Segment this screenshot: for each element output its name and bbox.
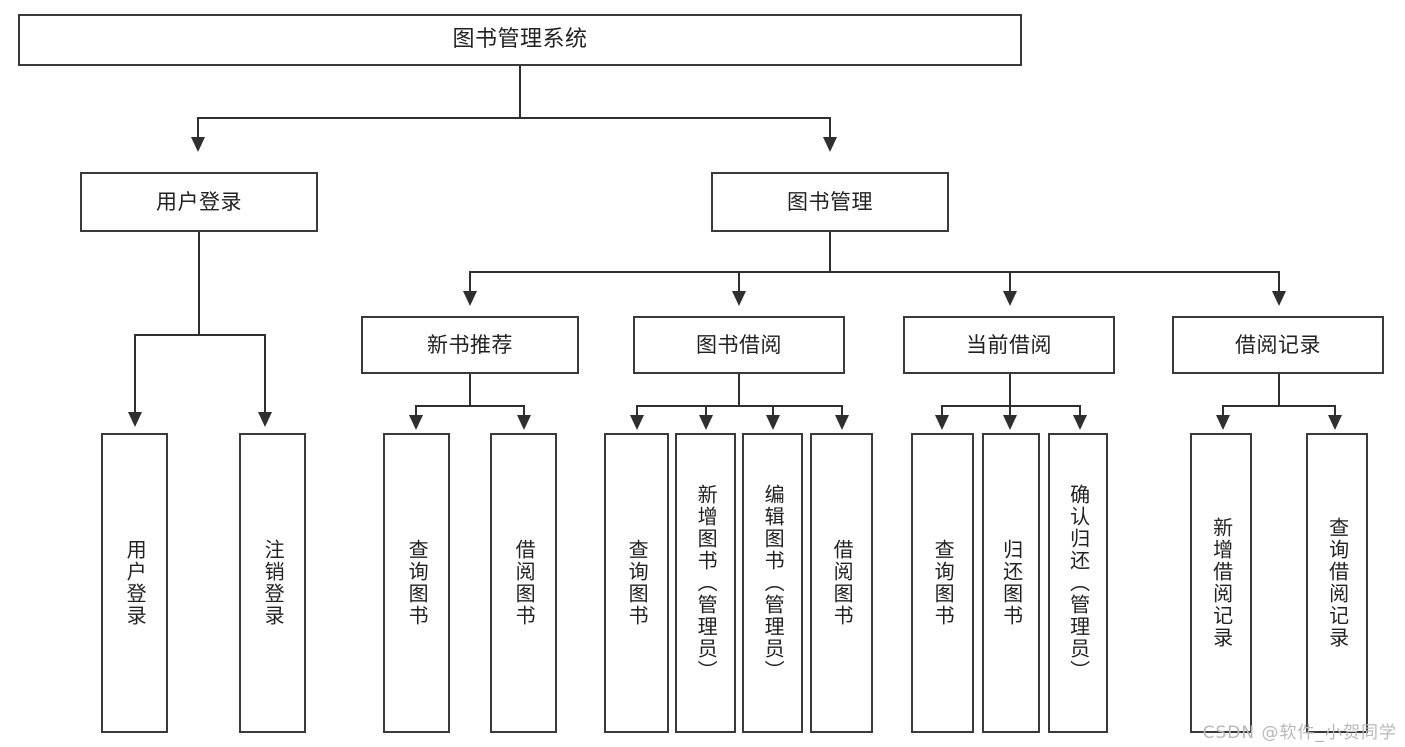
arrow-to-leaf-query-borrow-record [1328, 415, 1342, 430]
node-label: 查询图书 [405, 539, 430, 627]
connector-nbr-bar [415, 405, 525, 407]
connector-br-drop-1 [1222, 405, 1224, 417]
node-label: 新书推荐 [427, 332, 513, 357]
node-book-management[interactable]: 图书管理 [711, 172, 949, 232]
connector-bm-drop-2 [738, 271, 740, 293]
node-label: 归还图书 [999, 539, 1024, 627]
leaf-return-book[interactable]: 归还图书 [982, 433, 1040, 733]
leaf-query-book-recommend[interactable]: 查询图书 [383, 433, 450, 733]
connector-cb-drop-3 [1079, 405, 1081, 417]
arrow-to-leaf-add-borrow-record [1216, 415, 1230, 430]
connector-bb-drop-2 [705, 405, 707, 417]
connector-nbr-drop-1 [415, 405, 417, 417]
arrow-to-leaf-logout [258, 412, 272, 427]
arrow-to-leaf-user-login [128, 412, 142, 427]
node-label: 用户登录 [156, 189, 242, 214]
connector-br-stem [1278, 374, 1280, 407]
node-label: 借阅记录 [1235, 332, 1321, 357]
leaf-borrow-book-recommend[interactable]: 借阅图书 [490, 433, 557, 733]
node-label: 注销登录 [261, 539, 286, 627]
node-new-book-recommend[interactable]: 新书推荐 [361, 316, 579, 374]
leaf-user-login[interactable]: 用户登录 [101, 433, 168, 733]
connector-bm-drop-1 [469, 271, 471, 293]
arrow-to-leaf-query-book-cb [935, 415, 949, 430]
arrow-to-borrow-record [1272, 291, 1286, 306]
node-label: 查询图书 [931, 539, 956, 627]
arrow-to-leaf-query-book-bb [630, 415, 644, 430]
connector-user-login-drop-2 [264, 334, 266, 414]
leaf-query-borrow-record[interactable]: 查询借阅记录 [1306, 433, 1368, 733]
connector-cb-drop-2 [1009, 405, 1011, 417]
leaf-query-book-current[interactable]: 查询图书 [911, 433, 974, 733]
arrow-to-leaf-borrow-book-bb [835, 415, 849, 430]
leaf-edit-book-admin[interactable]: 编辑图书（管理员） [742, 433, 803, 733]
connector-root-drop-left [197, 117, 199, 139]
connector-root-drop-right [829, 117, 831, 139]
connector-bm-drop-4 [1278, 271, 1280, 293]
node-label: 借阅图书 [512, 539, 537, 627]
node-root-book-management-system[interactable]: 图书管理系统 [18, 14, 1022, 66]
connector-cb-stem [1009, 374, 1011, 407]
connector-root-stem [519, 66, 521, 118]
arrow-to-current-borrow [1003, 291, 1017, 306]
node-label: 图书管理 [787, 189, 873, 214]
arrow-to-book-borrow [732, 291, 746, 306]
leaf-query-book-borrow[interactable]: 查询图书 [604, 433, 669, 733]
node-label: 确认归还（管理员） [1066, 484, 1091, 682]
connector-bb-stem [738, 374, 740, 407]
connector-book-management-bar [469, 271, 1280, 273]
connector-nbr-stem [469, 374, 471, 407]
arrow-to-leaf-query-book-nbr [409, 415, 423, 430]
connector-bm-drop-3 [1009, 271, 1011, 293]
connector-br-drop-2 [1334, 405, 1336, 417]
arrow-to-leaf-borrow-book-nbr [517, 415, 531, 430]
node-book-borrow[interactable]: 图书借阅 [633, 316, 845, 374]
connector-bb-drop-1 [636, 405, 638, 417]
node-label: 图书借阅 [696, 332, 782, 357]
node-label: 用户登录 [123, 539, 148, 627]
connector-bb-bar [636, 405, 843, 407]
node-label: 新增图书（管理员） [694, 484, 719, 682]
arrow-to-leaf-confirm-return [1073, 415, 1087, 430]
node-label: 借阅图书 [830, 539, 855, 627]
connector-cb-drop-1 [941, 405, 943, 417]
node-borrow-record[interactable]: 借阅记录 [1172, 316, 1384, 374]
arrow-to-new-book-recommend [463, 291, 477, 306]
node-label: 当前借阅 [966, 332, 1052, 357]
connector-bb-drop-4 [841, 405, 843, 417]
connector-root-bar [197, 117, 831, 119]
node-label: 查询图书 [625, 539, 650, 627]
connector-user-login-stem [198, 232, 200, 335]
connector-br-bar [1222, 405, 1336, 407]
node-label: 编辑图书（管理员） [761, 484, 786, 682]
connector-bb-drop-3 [772, 405, 774, 417]
connector-nbr-drop-2 [523, 405, 525, 417]
node-label: 查询借阅记录 [1325, 517, 1350, 649]
node-label: 图书管理系统 [452, 27, 588, 53]
arrow-to-book-management [823, 137, 837, 152]
leaf-add-book-admin[interactable]: 新增图书（管理员） [675, 433, 736, 733]
arrow-to-user-login [191, 137, 205, 152]
leaf-borrow-book-borrow[interactable]: 借阅图书 [810, 433, 873, 733]
node-user-login[interactable]: 用户登录 [80, 172, 318, 232]
arrow-to-leaf-edit-book [766, 415, 780, 430]
node-label: 新增借阅记录 [1209, 517, 1234, 649]
arrow-to-leaf-return-book [1003, 415, 1017, 430]
leaf-confirm-return-admin[interactable]: 确认归还（管理员） [1048, 433, 1108, 733]
connector-book-management-stem [829, 232, 831, 273]
node-current-borrow[interactable]: 当前借阅 [903, 316, 1115, 374]
leaf-logout[interactable]: 注销登录 [239, 433, 306, 733]
leaf-add-borrow-record[interactable]: 新增借阅记录 [1190, 433, 1252, 733]
connector-user-login-bar [134, 334, 266, 336]
arrow-to-leaf-add-book [699, 415, 713, 430]
connector-user-login-drop-1 [134, 334, 136, 414]
connector-cb-bar [941, 405, 1081, 407]
